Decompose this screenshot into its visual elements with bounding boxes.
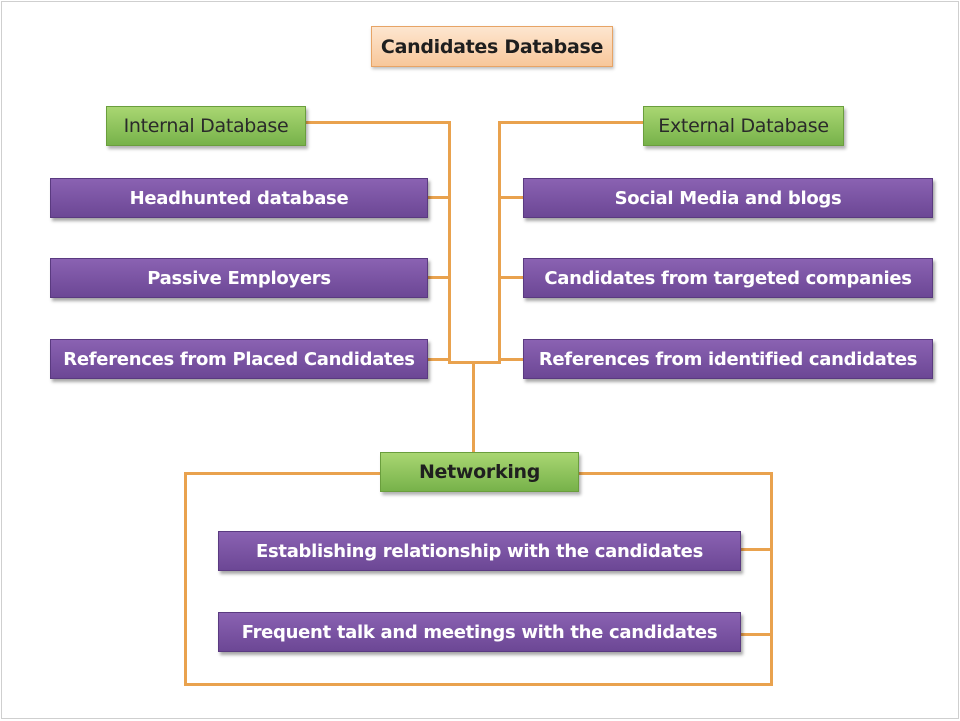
frame-right: [770, 472, 773, 686]
frame-left: [184, 472, 187, 686]
connector-external-item-1: [498, 196, 524, 199]
external-database-node: External Database: [643, 106, 844, 146]
networking-item: Establishing relationship with the candi…: [218, 531, 741, 571]
networking-node: Networking: [380, 452, 579, 492]
frame-bottom: [184, 683, 773, 686]
connector-external-trunk: [498, 121, 501, 363]
connector-internal-item-1: [427, 196, 450, 199]
connector-external-item-2: [498, 276, 524, 279]
external-item: Candidates from targeted companies: [523, 258, 933, 298]
frame-top-left: [184, 472, 381, 475]
connector-external-top: [498, 121, 644, 124]
connector-internal-trunk: [448, 121, 451, 363]
external-item: Social Media and blogs: [523, 178, 933, 218]
connector-external-item-3: [498, 358, 524, 361]
connector-networking-item-2: [740, 633, 772, 636]
connector-internal-item-3: [427, 358, 450, 361]
internal-item: References from Placed Candidates: [50, 339, 428, 379]
connector-internal-item-2: [427, 276, 450, 279]
internal-item: Passive Employers: [50, 258, 428, 298]
root-node: Candidates Database: [371, 26, 613, 67]
connector-networking-item-1: [740, 548, 772, 551]
internal-item: Headhunted database: [50, 178, 428, 218]
frame-top-right: [578, 472, 773, 475]
connector-networking-stem: [472, 361, 475, 453]
connector-internal-top: [305, 121, 450, 124]
internal-database-node: Internal Database: [106, 106, 306, 146]
networking-item: Frequent talk and meetings with the cand…: [218, 612, 741, 652]
external-item: References from identified candidates: [523, 339, 933, 379]
